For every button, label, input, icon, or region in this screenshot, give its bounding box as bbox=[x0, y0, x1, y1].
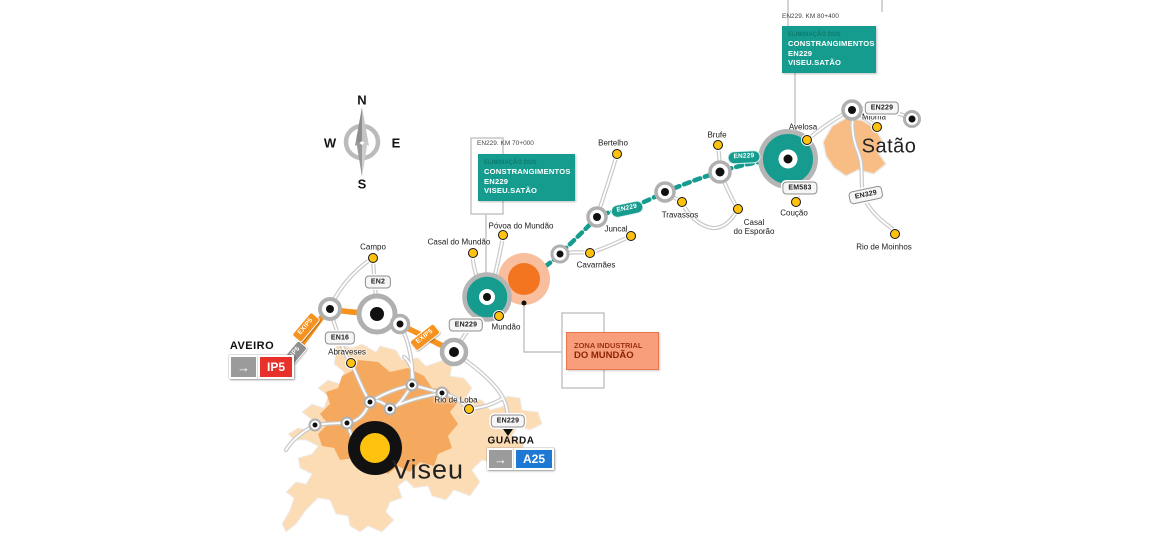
arrow-right-icon: → bbox=[487, 448, 514, 470]
industrial-zone-line1: ZONA INDUSTRIAL bbox=[574, 341, 643, 350]
road-number-badge: EN2 bbox=[364, 275, 392, 289]
road-number-badge: EN229 bbox=[490, 414, 526, 428]
compass-north-label: N bbox=[357, 92, 367, 108]
place-dot[interactable] bbox=[713, 140, 723, 150]
place-label: Coução bbox=[780, 208, 808, 218]
place-label: Abraveses bbox=[328, 347, 366, 357]
place-label: Mundão bbox=[491, 322, 521, 332]
place-label: Rio de Loba bbox=[434, 395, 478, 405]
km70-title: CONSTRANGIMENTOS bbox=[484, 167, 571, 176]
place-dot[interactable] bbox=[346, 358, 356, 368]
compass-south-label: S bbox=[357, 176, 367, 192]
road-junctions bbox=[308, 99, 921, 432]
place-label: Avelosa bbox=[788, 122, 818, 132]
km80-label: EN229. KM 80+400 bbox=[782, 13, 839, 20]
compass-rose-icon bbox=[343, 107, 381, 177]
place-label: Cavarnães bbox=[576, 260, 616, 270]
place-label: Casal do Esporão bbox=[733, 217, 775, 236]
road-number-badge: EM583 bbox=[782, 181, 818, 195]
place-label: Casal do Mundão bbox=[427, 237, 491, 247]
km70-callout-box: ELIMINAÇÃO DOS CONSTRANGIMENTOS EN229 VI… bbox=[478, 154, 575, 201]
roundabout-mundao bbox=[462, 272, 512, 322]
place-label: Travassos bbox=[661, 210, 699, 220]
km80-road: EN229 bbox=[788, 48, 813, 58]
km70-route: VISEU.SATÃO bbox=[484, 186, 538, 195]
road-number-badge: EN229 bbox=[727, 149, 761, 165]
km80-route: VISEU.SATÃO bbox=[788, 58, 842, 67]
km80-callout-box: ELIMINAÇÃO DOS CONSTRANGIMENTOS EN229 VI… bbox=[782, 26, 876, 73]
place-dot[interactable] bbox=[890, 229, 900, 239]
place-dot[interactable] bbox=[368, 253, 378, 263]
place-dot[interactable] bbox=[791, 197, 801, 207]
ip5-road-sign: IP5 bbox=[258, 355, 295, 379]
place-label: Juncal bbox=[604, 224, 628, 234]
satao-town-label: Satão bbox=[861, 135, 917, 158]
guarda-direction-triangle bbox=[503, 429, 513, 436]
road-number-badge: EN229 bbox=[864, 101, 900, 115]
place-dot[interactable] bbox=[585, 248, 595, 258]
viseu-city-label: Viseu bbox=[391, 454, 465, 485]
km70-subtitle: ELIMINAÇÃO DOS bbox=[484, 160, 537, 166]
place-dot[interactable] bbox=[872, 122, 882, 132]
viseu-city-marker bbox=[348, 421, 402, 475]
compass-west-label: W bbox=[323, 135, 337, 151]
place-dot[interactable] bbox=[498, 230, 508, 240]
place-dot[interactable] bbox=[468, 248, 478, 258]
place-label: Póvoa do Mundão bbox=[488, 221, 554, 231]
industrial-zone-line2: DO MUNDÃO bbox=[574, 350, 634, 361]
place-label: Mioma bbox=[861, 112, 887, 122]
road-number-badge: EN16 bbox=[324, 331, 356, 345]
place-dot[interactable] bbox=[677, 197, 687, 207]
km70-label: EN229. KM 70+000 bbox=[477, 140, 534, 147]
guarda-destination-label: GUARDA bbox=[487, 435, 535, 447]
place-dot[interactable] bbox=[626, 231, 636, 241]
km80-subtitle: ELIMINAÇÃO DOS bbox=[788, 32, 841, 38]
place-label: Rio de Moinhos bbox=[856, 242, 912, 252]
a25-road-sign: A25 bbox=[514, 448, 555, 470]
place-dot[interactable] bbox=[802, 135, 812, 145]
industrial-zone-box: ZONA INDUSTRIAL DO MUNDÃO bbox=[566, 332, 659, 370]
compass-east-label: E bbox=[391, 135, 401, 151]
km80-title: CONSTRANGIMENTOS bbox=[788, 39, 875, 48]
road-number-badge: EN229 bbox=[448, 318, 484, 332]
aveiro-destination-label: AVEIRO bbox=[229, 340, 275, 352]
place-dot[interactable] bbox=[733, 204, 743, 214]
place-label: Campo bbox=[360, 242, 386, 252]
place-dot[interactable] bbox=[612, 149, 622, 159]
place-label: Bertelho bbox=[598, 138, 628, 148]
km70-road: EN229 bbox=[484, 176, 509, 186]
place-label: Brufe bbox=[707, 130, 727, 140]
place-dot[interactable] bbox=[494, 311, 504, 321]
place-dot[interactable] bbox=[464, 404, 474, 414]
arrow-right-icon: → bbox=[229, 355, 258, 379]
